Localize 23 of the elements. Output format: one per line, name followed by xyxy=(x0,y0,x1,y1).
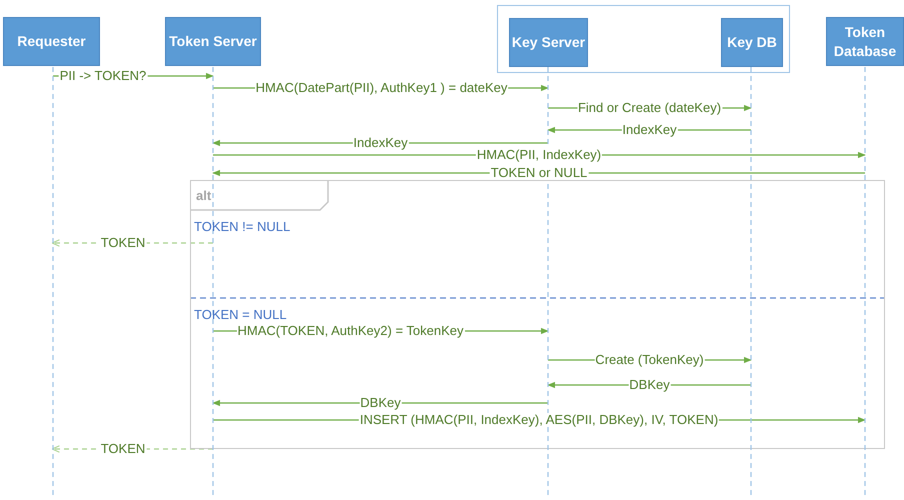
edge-label: TOKEN xyxy=(100,442,146,456)
edge-label: IndexKey xyxy=(352,136,409,150)
edge-label: HMAC(DatePart(PII), AuthKey1 ) = dateKey xyxy=(254,81,508,95)
edge-label: INSERT (HMAC(PII, IndexKey), AES(PII, DBKey), IV, TOKEN) xyxy=(358,413,720,427)
edge-label: IndexKey xyxy=(621,123,678,137)
group-box xyxy=(497,5,790,73)
edge-label: HMAC(PII, IndexKey) xyxy=(476,148,602,162)
participant-box: Token Server xyxy=(165,17,261,66)
edge-label: DBKey xyxy=(359,396,402,410)
edge-label: Create (TokenKey) xyxy=(594,353,705,367)
participant-box: Key Server xyxy=(509,18,588,67)
edge-label: PII -> TOKEN? xyxy=(58,69,148,83)
participant-box: Key DB xyxy=(721,18,783,67)
edge-label: HMAC(TOKEN, AuthKey2) = TokenKey xyxy=(236,324,465,338)
participant-box: Token Database xyxy=(826,17,904,66)
guard-condition: TOKEN = NULL xyxy=(194,307,287,322)
edge-label: TOKEN or NULL xyxy=(490,166,588,180)
participant-box: Requester xyxy=(3,17,100,66)
fragment-operator: alt xyxy=(196,188,212,203)
guard-condition: TOKEN != NULL xyxy=(194,219,290,234)
edge-label: TOKEN xyxy=(100,236,146,250)
edge-label: Find or Create (dateKey) xyxy=(576,101,722,115)
edge-label: DBKey xyxy=(628,378,671,392)
